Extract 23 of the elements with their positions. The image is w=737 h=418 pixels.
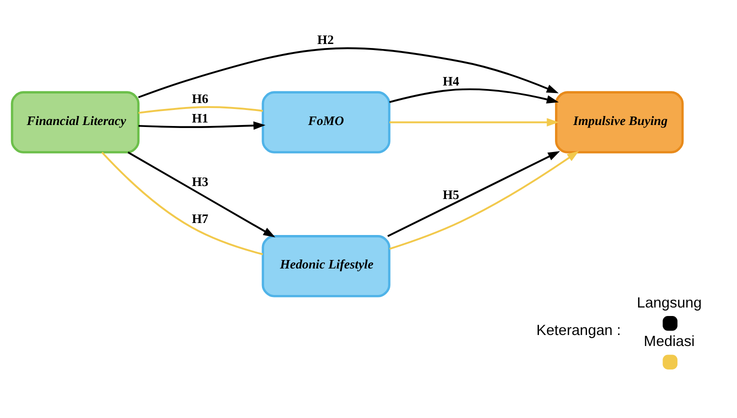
edge-label: H2: [317, 32, 334, 48]
arrow: [389, 150, 580, 250]
edge-label: H4: [442, 74, 460, 89]
arrow: [390, 118, 559, 126]
label: Keterangan :: [536, 323, 621, 340]
edge-label: H3: [192, 174, 208, 190]
edge-label: H6: [192, 91, 208, 106]
edge-label: H5: [442, 187, 460, 202]
edge-label: H7: [192, 211, 208, 226]
connector: [101, 152, 264, 256]
arrow: [138, 47, 559, 98]
node-box: FoMO: [262, 91, 390, 154]
node-box: Financial Literacy: [10, 91, 140, 154]
arrow: [138, 121, 266, 130]
node-box: Hedonic Lifestyle: [262, 235, 390, 298]
arrow: [389, 88, 559, 104]
connector: [138, 106, 263, 114]
node-box: Impulsive Buying: [555, 91, 684, 154]
legend-label: Mediasi: [644, 334, 695, 350]
legend-label: Langsung: [636, 296, 702, 312]
edge-label: H1: [192, 110, 208, 126]
arrow: [128, 152, 276, 238]
arrow: [387, 151, 560, 238]
